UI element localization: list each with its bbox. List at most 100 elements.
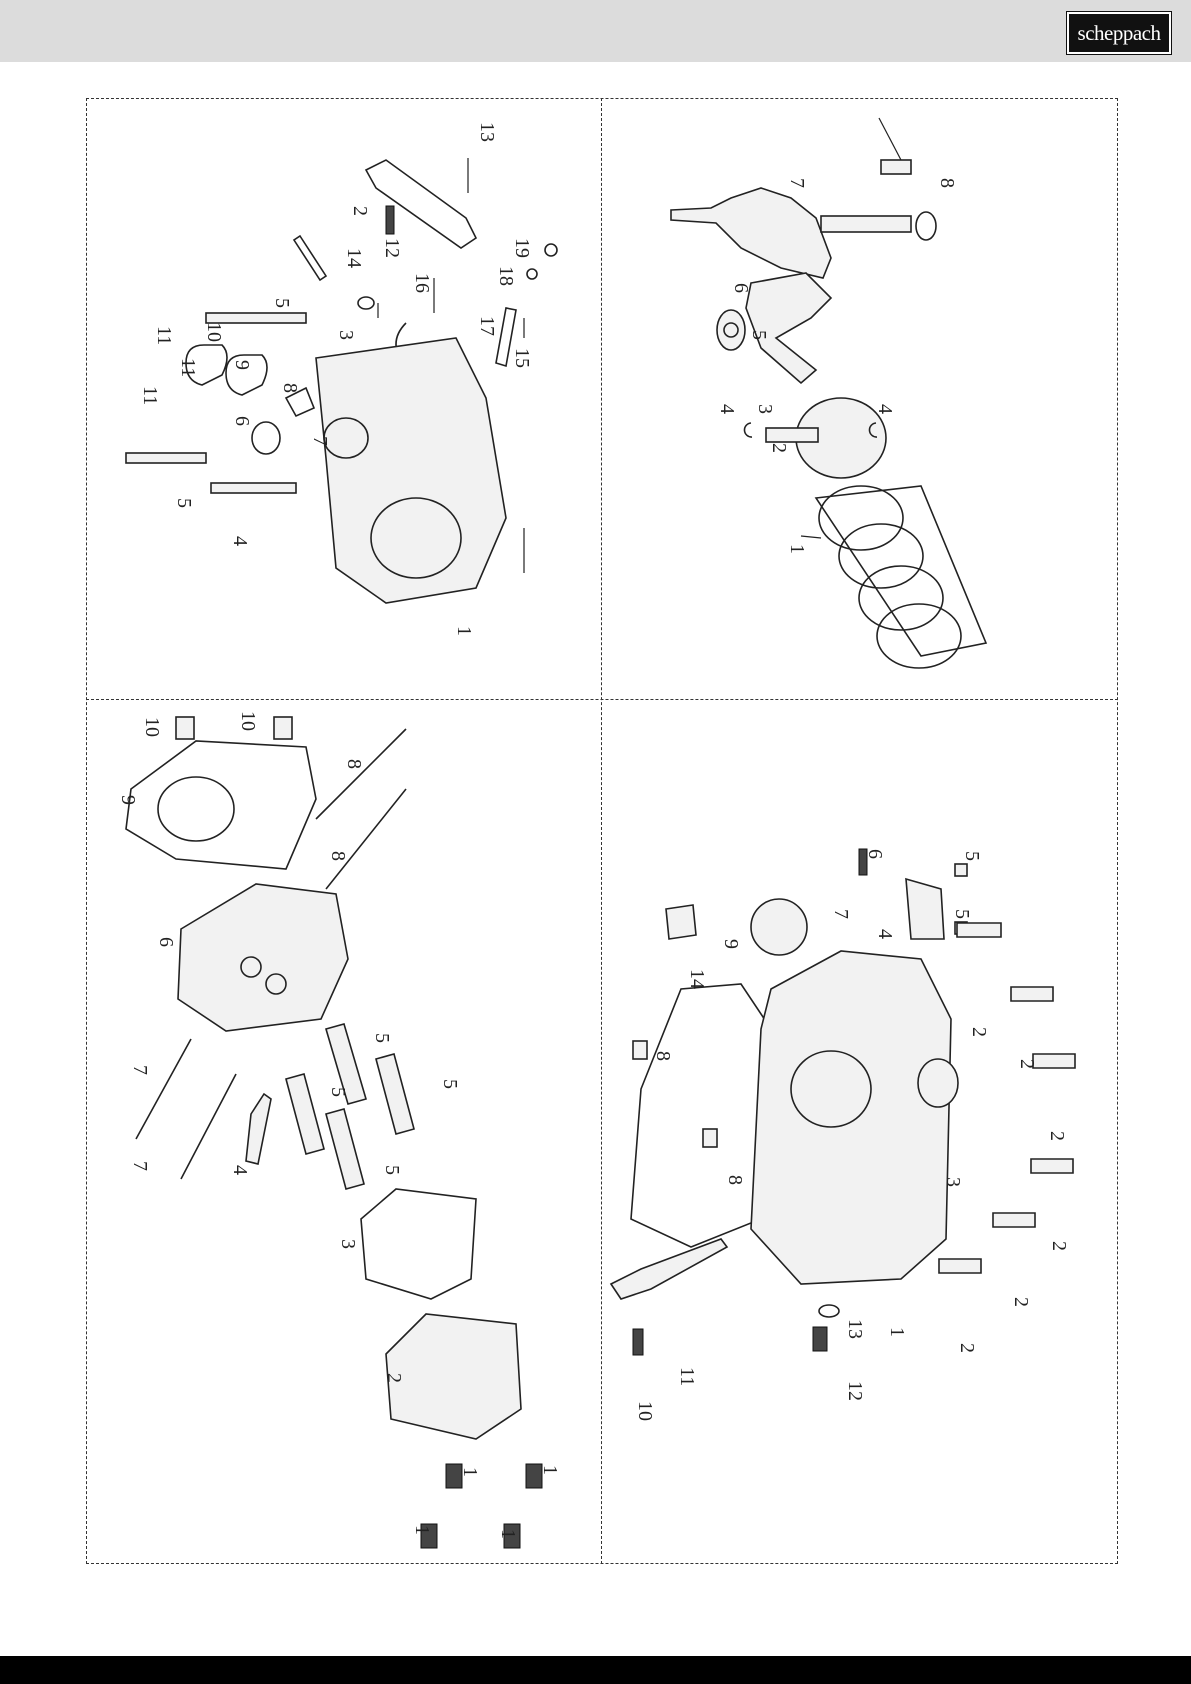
part-valve-cover [386, 1314, 521, 1439]
part-stud-7-a [136, 1039, 191, 1139]
part-cylinder-block [316, 338, 506, 603]
label-11: 11 [676, 1367, 698, 1386]
label-3: 3 [337, 1239, 359, 1249]
label-16: 16 [411, 273, 433, 293]
part-ring-3 [859, 566, 943, 630]
label-13: 13 [476, 122, 498, 142]
part-dowel-8-a [633, 1041, 647, 1059]
label-5-mid: 5 [173, 498, 195, 508]
part-stud-8-b [326, 789, 406, 889]
label-18: 18 [495, 266, 517, 286]
footer-bar [0, 1656, 1191, 1684]
part-clip [294, 236, 326, 280]
label-8: 8 [279, 383, 301, 393]
label-1-a: 1 [459, 1467, 481, 1477]
label-14: 14 [686, 969, 708, 989]
panel-bottom-left: 10 10 9 8 8 6 7 7 5 5 5 5 4 3 2 1 1 1 1 [86, 699, 601, 1564]
part-spark-plug [246, 1094, 271, 1164]
part-dowel-10-a [176, 717, 194, 739]
part-bolt-5-b [286, 1074, 324, 1154]
part-head-gasket [126, 741, 316, 869]
panel-bottom-right: 6 5 7 5 4 14 9 2 2 8 2 3 8 2 2 2 13 1 12… [601, 699, 1118, 1564]
label-10-a: 10 [141, 717, 163, 737]
label-5-b: 5 [327, 1087, 349, 1097]
part-bolt-12 [386, 206, 394, 234]
part-ring-2 [839, 524, 923, 588]
label-6: 6 [231, 416, 253, 426]
part-washer-14 [358, 297, 374, 309]
part-bolt-2-c [1033, 1054, 1075, 1068]
label-15: 15 [511, 348, 533, 368]
label-4: 4 [229, 536, 251, 546]
label-2-d: 2 [1048, 1241, 1070, 1251]
part-ring-4 [877, 604, 961, 668]
part-spacer-5-a [955, 864, 967, 876]
label-8-a: 8 [652, 1051, 674, 1061]
label-7: 7 [830, 909, 852, 919]
label-4: 4 [229, 1165, 251, 1175]
label-1-d: 1 [497, 1529, 519, 1539]
part-bolt-2-b [1011, 987, 1053, 1001]
part-piston-pin [766, 428, 818, 442]
label-4-right: 4 [874, 404, 896, 414]
label-8-a: 8 [343, 759, 365, 769]
label-12: 12 [844, 1381, 866, 1401]
part-seal-3 [918, 1059, 958, 1107]
label-1-b: 1 [539, 1465, 561, 1475]
label-2-a: 2 [968, 1027, 990, 1037]
label-17: 17 [476, 316, 498, 336]
label-8-b: 8 [327, 851, 349, 861]
part-crank-output [821, 216, 911, 232]
label-6: 6 [155, 937, 177, 947]
label-5-c: 5 [439, 1079, 461, 1089]
panel-top-right: 7 8 6 5 4 3 4 2 1 [601, 98, 1118, 699]
part-seal-6 [252, 422, 280, 454]
label-7: 7 [786, 178, 808, 188]
brand-logo: scheppach [1067, 12, 1171, 54]
label-8: 8 [936, 178, 958, 188]
part-ring-19 [545, 244, 557, 256]
label-2-b: 2 [1016, 1059, 1038, 1069]
part-dowel-10-b [274, 717, 292, 739]
part-bolt-5-d [326, 1109, 364, 1189]
part-key [881, 160, 911, 174]
part-ring-8 [916, 212, 936, 240]
part-cover-gasket-9 [631, 984, 771, 1247]
part-governor-7 [751, 899, 807, 955]
label-1: 1 [786, 544, 808, 554]
label-2-e: 2 [1010, 1297, 1032, 1307]
label-8-b: 8 [724, 1175, 746, 1185]
part-stud-5-mid [126, 453, 206, 463]
label-1: 1 [453, 626, 475, 636]
part-bolt-2-a [957, 923, 1001, 937]
part-ring-1 [819, 486, 903, 550]
part-circlip-left [744, 423, 752, 437]
label-19: 19 [511, 238, 533, 258]
label-6: 6 [864, 849, 886, 859]
part-washer-13 [819, 1305, 839, 1317]
label-7-a: 7 [129, 1065, 151, 1075]
label-10-b: 10 [237, 711, 259, 731]
label-3: 3 [335, 330, 357, 340]
part-bolt-2-e [993, 1213, 1035, 1227]
label-7-b: 7 [129, 1161, 151, 1171]
part-crankcase-cover [751, 951, 951, 1284]
label-10: 10 [203, 322, 225, 342]
label-5-top: 5 [271, 298, 293, 308]
part-cover-plate [366, 160, 476, 248]
label-5-d: 5 [381, 1165, 403, 1175]
part-bolt-12 [813, 1327, 827, 1351]
part-stud-7-b [181, 1074, 236, 1179]
label-5: 5 [748, 330, 770, 340]
part-crankshaft [671, 188, 831, 278]
label-9: 9 [231, 360, 253, 370]
label-5-a: 5 [371, 1033, 393, 1043]
label-9: 9 [117, 795, 139, 805]
label-11-b: 11 [177, 358, 199, 377]
panel-top-left: 13 2 12 14 19 18 16 5 11 10 11 3 9 11 8 … [86, 98, 601, 699]
label-5-a: 5 [961, 851, 983, 861]
part-bracket-4 [906, 879, 944, 939]
label-2: 2 [349, 206, 371, 216]
label-1-c: 1 [411, 1525, 433, 1535]
label-10: 10 [634, 1401, 656, 1421]
